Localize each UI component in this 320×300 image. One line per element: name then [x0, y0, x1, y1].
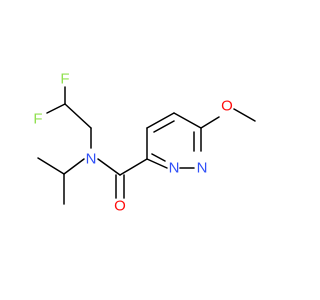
bond-ring-n2-c3 [146, 158, 168, 169]
atom-n-amide: N [86, 151, 97, 168]
bond-c1-o [200, 116, 220, 129]
bond-ring-c5-c6 [173, 112, 202, 129]
bond-ch-me-top [37, 157, 65, 175]
atom-f-left: F [33, 111, 42, 128]
atom-f-top: F [60, 71, 69, 88]
bond-ring-c4-c5-inner [153, 120, 175, 133]
bond-ring-c4-c5 [146, 112, 175, 129]
bond-o-ch3 [233, 108, 256, 122]
bond-n-carbonyl-c [97, 158, 121, 176]
bond-ring-n2-c3-inner [151, 153, 166, 162]
atom-n-ring-2: N [169, 160, 180, 177]
atom-o-methoxy: O [221, 98, 233, 115]
molecule-structure: F F N O N N O [33, 71, 256, 215]
bond-cf2-ch2 [64, 103, 92, 129]
bond-carbonyl-c-ring [119, 158, 148, 176]
bond-layer [37, 86, 256, 205]
atom-n-ring-1: N [197, 160, 208, 177]
atom-o-carbonyl: O [114, 198, 126, 215]
bond-cf2-f-left [46, 103, 66, 114]
structure-canvas: F F N O N N O [33, 71, 256, 215]
atom-layer: F F N O N N O [33, 71, 232, 215]
bond-n-ch [63, 158, 85, 175]
